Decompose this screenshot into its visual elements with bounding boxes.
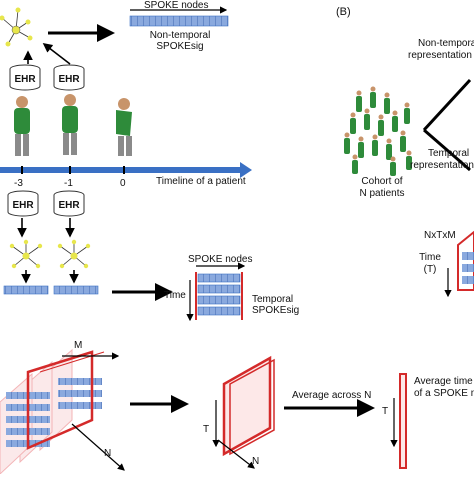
patient-bar-1: [3, 285, 49, 295]
temporal-repr-line1: Temporal: [428, 148, 470, 159]
arrow-ehr2-up: [42, 43, 71, 65]
nontemporal-repr-line1: Non-temporal: [418, 38, 474, 49]
ehr-cylinder-4: EHR: [52, 190, 86, 223]
temporal-repr-line2: representation: [410, 160, 474, 171]
patient-figure-0: [116, 98, 132, 156]
ehr-cylinder-3: EHR: [6, 190, 40, 223]
spoke-nodes-mid-label: SPOKE nodes: [188, 254, 253, 265]
cohort-figures: [344, 92, 412, 176]
patient-bar-2: [53, 285, 99, 295]
timeline-arrowhead: [240, 162, 252, 178]
time-label-mid: Time: [164, 290, 186, 301]
average-across-n-label: Average across N: [292, 390, 372, 401]
cohort-line2: N patients: [359, 188, 405, 199]
ehr-label-4: EHR: [58, 200, 80, 211]
ehr-cylinder-1: EHR: [8, 64, 42, 97]
tick-label-minus3: -3: [14, 178, 23, 189]
ehr-label-1: EHR: [14, 74, 36, 85]
n-axis-arrow-2: [217, 439, 255, 469]
n-axis-label-2: N: [252, 456, 260, 467]
timeline-label: Timeline of a patient: [156, 176, 246, 187]
ehr-label-3: EHR: [12, 200, 34, 211]
branch-temporal: [423, 128, 471, 172]
branch-nontemporal: [422, 78, 472, 132]
nxtxm-label: NxTxM: [424, 230, 456, 241]
cohort-heads: [344, 86, 412, 162]
cohort-line1: Cohort of: [361, 176, 403, 187]
spoke-network-2: [57, 239, 91, 269]
nontemporal-repr-line2: representation: [408, 50, 472, 61]
patient-figure-minus1: [62, 94, 78, 155]
m-axis-label: M: [74, 340, 83, 351]
spoke-network-top: [0, 7, 33, 47]
t-axis-label: T: [203, 424, 210, 435]
slice-stack-3d: [0, 348, 105, 475]
nontemporal-spokesig-line1: Non-temporal: [149, 30, 211, 41]
time-t-line2: (T): [423, 264, 437, 275]
t-axis-label-avg: T: [382, 406, 389, 417]
avg-time-line2: of a SPOKE n: [414, 388, 474, 399]
patient-figure-minus3: [14, 96, 30, 156]
tick-label-0: 0: [120, 178, 126, 189]
temporal-spokesig-stack: [195, 272, 243, 320]
spoke-nodes-top-label: SPOKE nodes: [144, 0, 209, 11]
nontemporal-spokesig-bar: [129, 15, 229, 27]
ehr-label-2: EHR: [58, 74, 80, 85]
tick-label-minus1: -1: [64, 178, 73, 189]
avg-time-line1: Average time s: [414, 376, 474, 387]
panel-b-label: (B): [336, 6, 351, 18]
temporal-spokesig-line2: SPOKEsig: [252, 305, 300, 316]
n-axis-label: N: [104, 448, 112, 459]
time-t-line1: Time: [419, 252, 441, 263]
ehr-cylinder-2: EHR: [52, 64, 86, 97]
single-slice: [222, 355, 275, 457]
nontemporal-spokesig-line2: SPOKEsig: [156, 41, 204, 52]
temporal-spokesig-line1: Temporal: [252, 294, 294, 305]
spoke-network-1: [9, 239, 43, 269]
nxtxm-cube: [457, 230, 474, 291]
average-vector: [399, 373, 407, 469]
n-axis-arrow: [71, 423, 125, 471]
